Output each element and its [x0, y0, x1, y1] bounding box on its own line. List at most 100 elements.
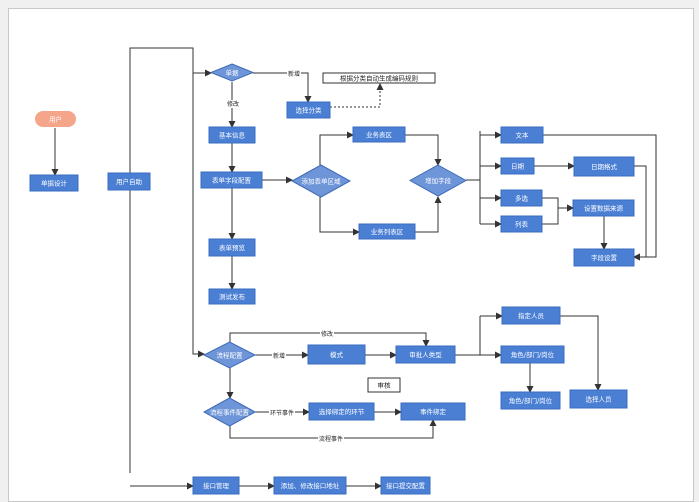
- interface-mgmt-label: 接口管理: [203, 481, 230, 490]
- node-business-main: 业务表区: [352, 126, 406, 143]
- node-business-list: 业务列表区: [358, 223, 416, 240]
- edge-label-node-event: 环节事件: [270, 409, 294, 417]
- node-field-setting: 字段设置: [573, 248, 635, 267]
- node-select-person: 选择人员: [569, 389, 628, 409]
- select-node-shape: [308, 402, 375, 421]
- note-category-shape: [322, 72, 436, 84]
- user-self-label: 用户自助: [116, 177, 143, 186]
- process-event-config-shape: [202, 397, 257, 427]
- form-field-config-shape: [200, 171, 263, 189]
- approver-type-label: 审批人类型: [409, 350, 442, 359]
- multi-select-shape: [500, 189, 543, 207]
- role-dept-pos-1-shape: [500, 345, 565, 364]
- node-approve: 审核: [367, 377, 401, 393]
- node-text: 文本: [500, 126, 544, 144]
- data-source-shape: [572, 199, 635, 217]
- select-category-label: 选择分类: [296, 106, 323, 115]
- node-process-config: 流程配置: [202, 341, 257, 369]
- event-bind-shape: [400, 402, 466, 421]
- edge-36: [560, 315, 602, 391]
- edge-2: [129, 47, 212, 473]
- node-form-dec: 单据: [209, 63, 255, 82]
- field-setting-label: 字段设置: [591, 253, 618, 262]
- edge-label-new-process: 新增: [273, 352, 285, 360]
- business-main-shape: [352, 126, 406, 143]
- node-process-event-config: 流程事件配置: [202, 397, 257, 427]
- date-format-label: 日期格式: [591, 162, 618, 171]
- multi-select-label: 多选: [515, 194, 529, 203]
- node-role-dept-pos-2: 角色/部门/岗位: [500, 391, 561, 410]
- node-interface-submit: 接口提交配置: [380, 476, 431, 495]
- node-form-preview: 表单预览: [208, 238, 256, 257]
- edge-label-bg-node-event: [269, 409, 295, 417]
- user-label: 用户: [49, 115, 62, 124]
- form-field-config-label: 表单字段配置: [212, 176, 252, 185]
- node-date: 日期: [500, 157, 535, 175]
- edge-label-bg-modify-form: [226, 100, 240, 108]
- process-event-config-label: 流程事件配置: [210, 408, 250, 417]
- edge-7: [330, 83, 384, 108]
- date-label: 日期: [511, 163, 525, 171]
- specified-person-shape: [501, 306, 561, 325]
- select-category-shape: [286, 101, 331, 119]
- date-shape: [500, 157, 535, 175]
- add-form-area-label: 添加表单区域: [302, 177, 342, 186]
- edge-label-modify-process: 修改: [321, 330, 333, 338]
- role-dept-pos-1-label: 角色/部门/岗位: [511, 350, 555, 359]
- text-label: 文本: [516, 131, 530, 140]
- node-add-field: 增加字段: [408, 164, 468, 197]
- node-role-dept-pos-1: 角色/部门/岗位: [500, 345, 565, 364]
- basic-info-shape: [208, 126, 256, 144]
- note-category-label: 根据分类自动生成编码规则: [340, 74, 418, 83]
- node-note-category: 根据分类自动生成编码规则: [322, 72, 436, 84]
- test-publish-label: 测试发布: [219, 292, 246, 301]
- add-interface-label: 添加、修改接口地址: [281, 481, 340, 490]
- edge-label-modify-form: 修改: [227, 100, 239, 108]
- business-list-shape: [358, 223, 416, 240]
- node-multi-select: 多选: [500, 189, 543, 207]
- form-design-label: 单据设计: [41, 179, 68, 188]
- edge-21: [542, 197, 574, 212]
- edge-label-process-event: 流程事件: [319, 435, 343, 443]
- add-field-label: 增加字段: [425, 176, 452, 185]
- nodes-layer: 用户单据设计用户自助单据选择分类根据分类自动生成编码规则基本信息表单字段配置添加…: [29, 63, 635, 495]
- node-select-category: 选择分类: [286, 101, 331, 119]
- form-design-shape: [29, 174, 79, 192]
- edge-11: [319, 197, 360, 236]
- approve-label: 审核: [378, 381, 392, 390]
- select-node-label: 选择绑定的环节: [319, 407, 365, 416]
- node-specified-person: 指定人员: [501, 306, 561, 325]
- user-shape: [35, 111, 76, 127]
- add-field-shape: [408, 164, 468, 197]
- business-main-label: 业务表区: [366, 130, 393, 139]
- role-dept-pos-2-label: 角色/部门/岗位: [509, 396, 553, 405]
- edge-label-bg-new-process: [272, 352, 286, 360]
- node-form-field-config: 表单字段配置: [200, 171, 263, 189]
- form-preview-label: 表单预览: [219, 243, 246, 252]
- edge-24: [633, 165, 647, 261]
- mode-shape: [307, 344, 366, 365]
- user-self-shape: [107, 172, 151, 191]
- role-dept-pos-2-shape: [500, 391, 561, 410]
- date-format-shape: [573, 156, 635, 177]
- add-interface-shape: [273, 476, 347, 495]
- mode-label: 模式: [330, 350, 344, 359]
- edge-label-new-form: 新增: [288, 70, 300, 78]
- edge-13: [415, 196, 442, 233]
- node-event-bind: 事件绑定: [400, 402, 466, 421]
- test-publish-shape: [208, 288, 256, 305]
- approve-shape: [367, 377, 401, 393]
- node-add-interface: 添加、修改接口地址: [273, 476, 347, 495]
- list-label: 列表: [515, 220, 529, 229]
- list-shape: [500, 215, 543, 233]
- node-test-publish: 测试发布: [208, 288, 256, 305]
- text-shape: [500, 126, 544, 144]
- business-list-label: 业务列表区: [371, 227, 404, 236]
- node-form-design: 单据设计: [29, 174, 79, 192]
- approver-type-shape: [395, 345, 456, 364]
- field-setting-shape: [573, 248, 635, 267]
- interface-mgmt-shape: [192, 476, 240, 495]
